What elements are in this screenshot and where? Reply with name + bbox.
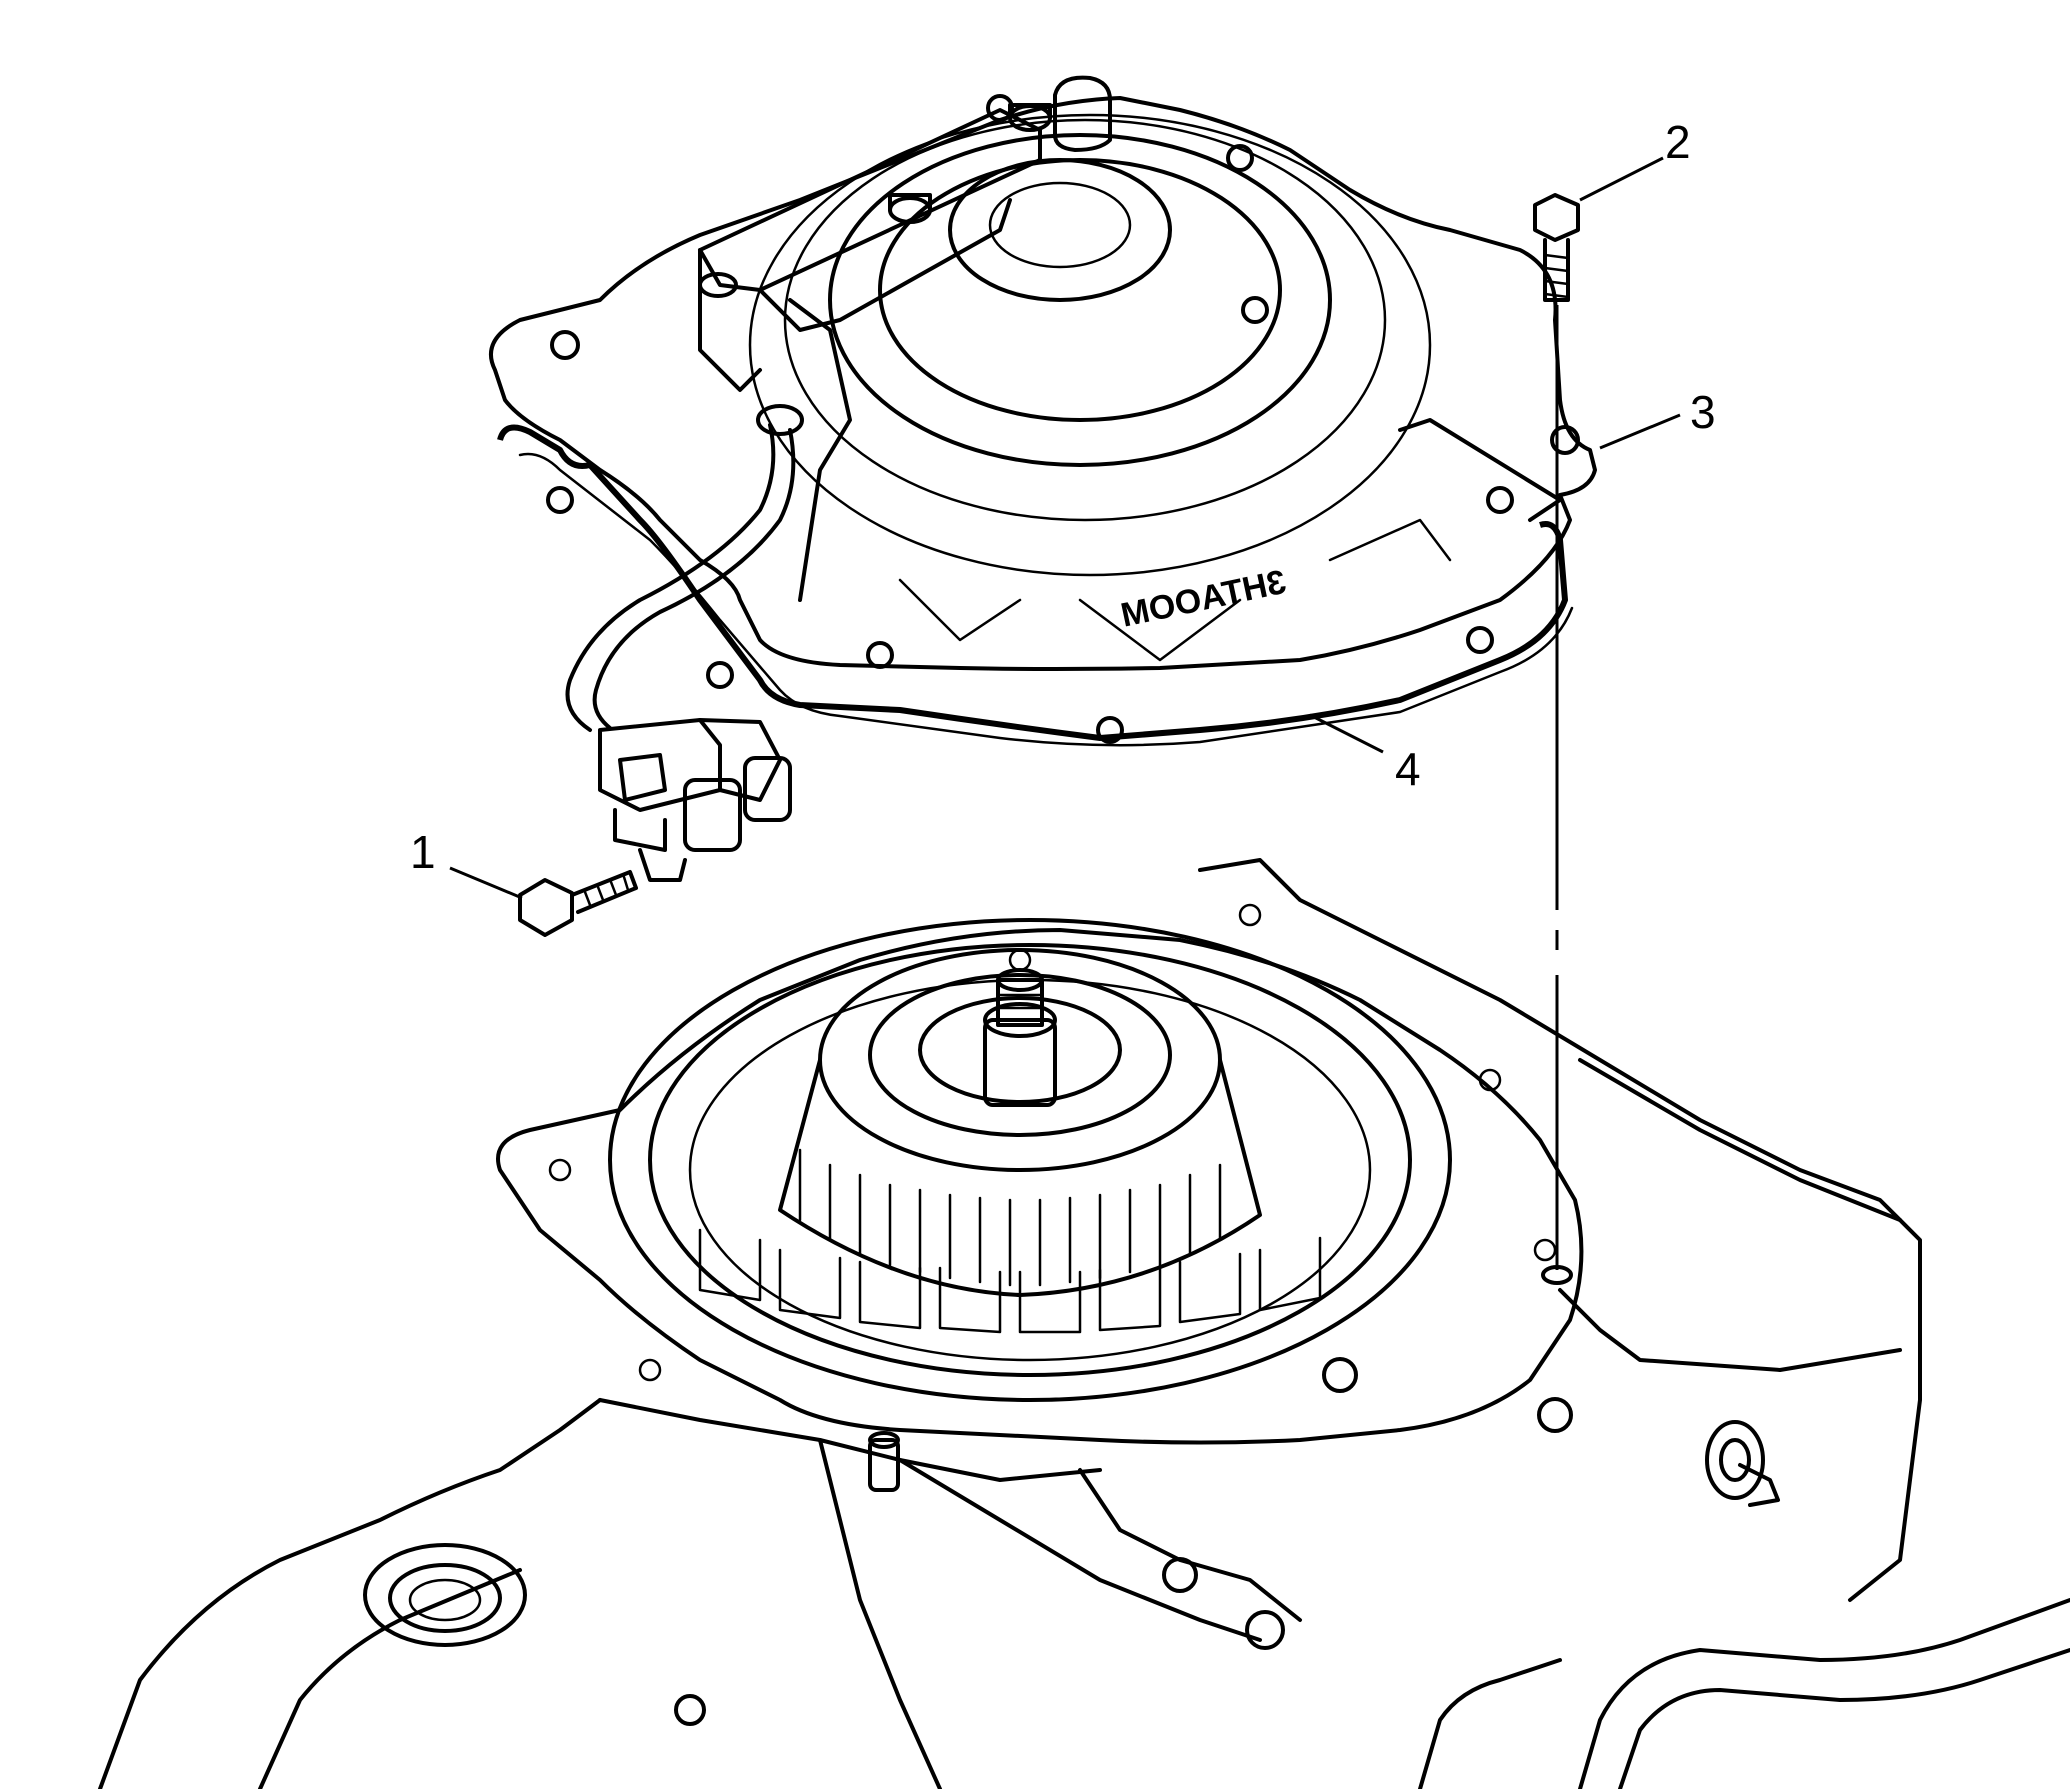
axle-seal-inner	[388, 1563, 502, 1633]
cover-step	[1398, 418, 1562, 522]
electrical-connector	[598, 718, 792, 882]
cover-ear-holes	[546, 94, 1580, 744]
callouts: 1 2 3 4	[410, 116, 1716, 878]
cover-assembly: 3HTAOOM	[489, 75, 1597, 882]
cover-gasket	[497, 424, 1568, 741]
bracket-hole-1	[1162, 1557, 1198, 1593]
drum-top-inner	[868, 973, 1172, 1137]
case-right-body	[1198, 858, 1922, 1602]
drum-splines	[798, 1148, 1222, 1287]
lower-bracket-3	[898, 1458, 1262, 1642]
dome-hub-inner	[988, 181, 1132, 269]
drum-hub	[918, 996, 1122, 1104]
wiring-harness	[565, 423, 776, 732]
cooler-line-2	[1618, 1648, 2070, 1789]
cover-rib-1	[1078, 598, 1242, 662]
case-marking: 3HTAOOM	[1118, 563, 1290, 635]
breather-cap	[1053, 75, 1112, 152]
case-flange	[496, 928, 1584, 1445]
lower-bracket-2	[818, 1438, 942, 1789]
harness-bracket-3	[698, 248, 762, 392]
dome-ring-1	[878, 158, 1282, 422]
cooler-line-1	[1578, 1598, 2070, 1789]
case-lower-left	[98, 1398, 602, 1789]
harness-bracket	[698, 108, 1042, 292]
bracket-hole-5	[674, 1694, 706, 1726]
callout-2: 2	[1665, 116, 1691, 168]
dowel-pin	[868, 1431, 900, 1492]
leader-2	[1579, 156, 1664, 202]
harness-bracket-4	[788, 298, 852, 602]
clutch-plates	[698, 1228, 1322, 1334]
leaders	[449, 156, 1681, 900]
case-right-wall	[1558, 1288, 1902, 1372]
callout-4: 4	[1395, 743, 1421, 795]
case-right-body-2	[1578, 1058, 1902, 1222]
side-fitting	[1705, 1420, 1780, 1507]
bracket-hole-4	[1537, 1397, 1573, 1433]
wiring-harness-2	[592, 428, 796, 730]
callout-1: 1	[410, 826, 436, 878]
leader-1	[449, 866, 523, 900]
callout-3: 3	[1690, 386, 1716, 438]
cover-rib-2	[898, 578, 1022, 642]
cooler-line-3	[1418, 1658, 1562, 1789]
harness-grommet	[756, 404, 804, 436]
cover-rib-3	[1328, 518, 1452, 562]
bracket-hole-3	[1322, 1357, 1358, 1393]
leader-3	[1599, 413, 1681, 450]
top-bolt-3	[698, 272, 738, 298]
bracket-hole-2	[1245, 1610, 1285, 1650]
axle-seal-outer	[363, 1543, 527, 1647]
harness-bracket-2	[758, 198, 1012, 332]
dome-hub	[948, 158, 1172, 302]
top-bolt-2	[888, 193, 932, 224]
dome-ring-3	[783, 118, 1387, 522]
dome-ring-4	[748, 113, 1432, 577]
bolt-2	[1533, 193, 1580, 302]
clutch-ring-outer	[608, 918, 1452, 1402]
dome-ring-2	[828, 133, 1332, 467]
case-flange-holes	[548, 903, 1557, 1382]
input-shaft	[983, 968, 1057, 1107]
transmission-case	[98, 858, 2070, 1789]
case-lower-left-2	[258, 1568, 522, 1789]
clutch-ring-2	[648, 943, 1412, 1377]
case-bolt-hole	[1541, 1265, 1573, 1285]
leader-4	[1309, 713, 1384, 754]
drum-wall	[778, 1058, 1262, 1297]
lower-bracket-4	[1078, 1468, 1302, 1622]
bolt-1	[518, 870, 638, 937]
axle-seal-core	[408, 1578, 482, 1622]
cover-gasket-inner	[518, 452, 1574, 747]
lower-bracket-1	[598, 1398, 1102, 1482]
